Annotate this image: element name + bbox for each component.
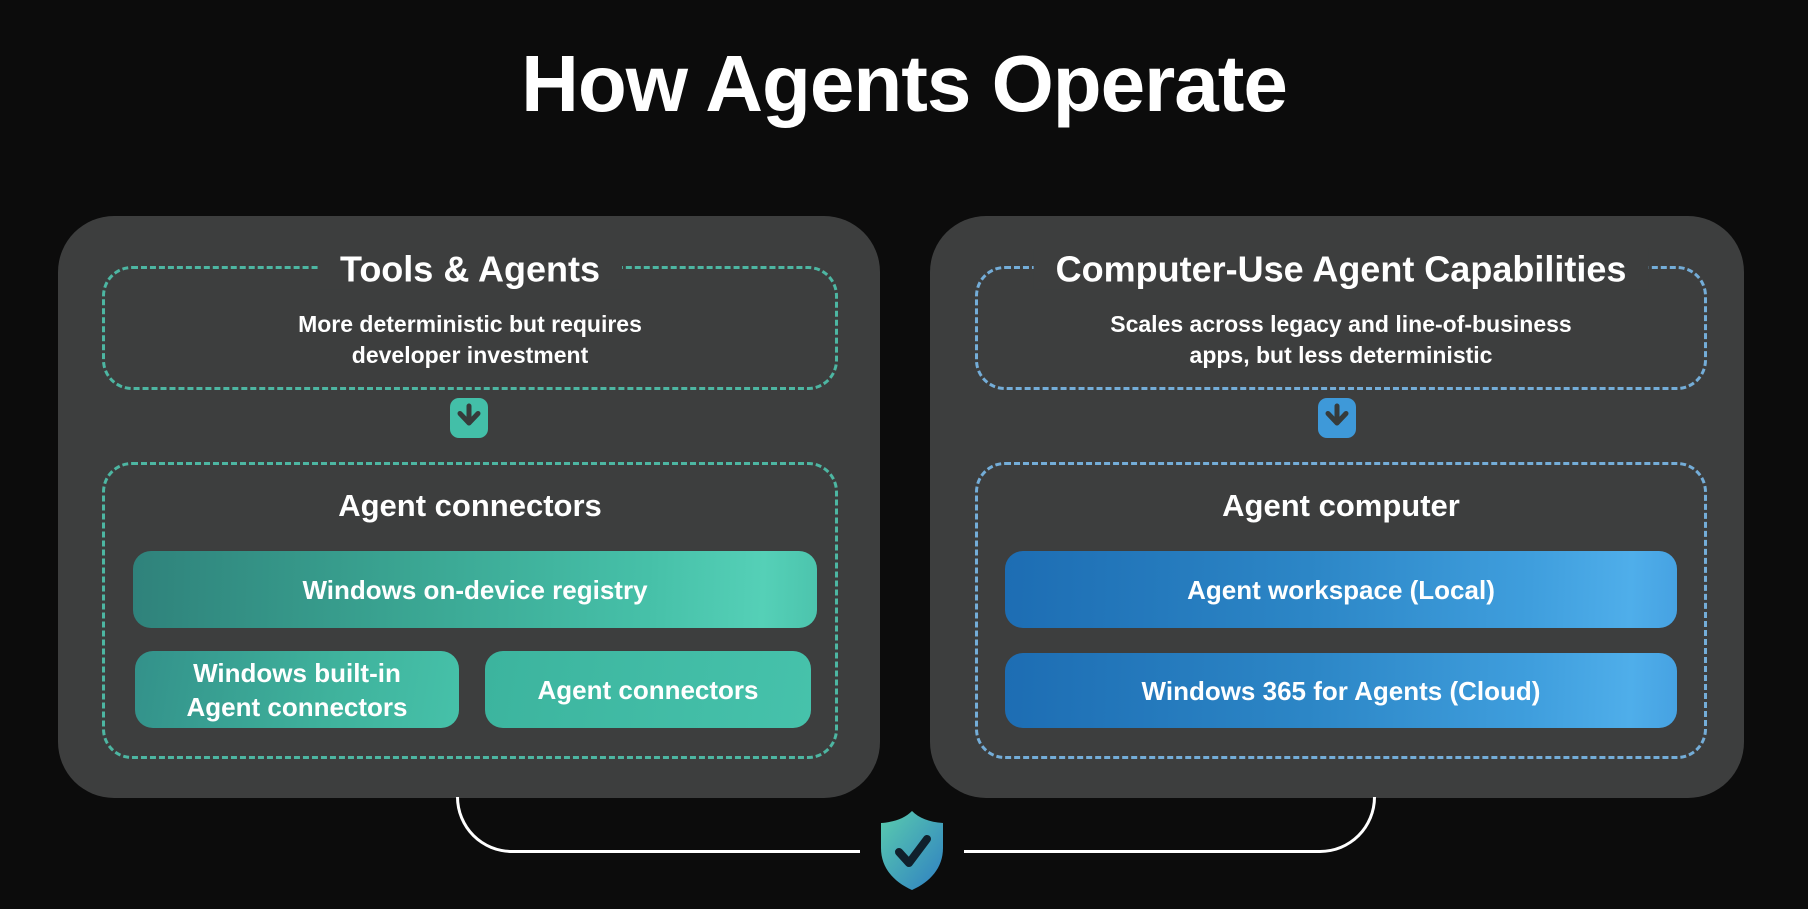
agent-workspace-local-button: Agent workspace (Local) [1005,551,1677,628]
arrow-down-square-icon [450,398,488,438]
computer-use-subtitle: Scales across legacy and line-of-busines… [978,309,1704,371]
shield-check-icon [875,809,949,893]
agent-connectors-button: Agent connectors [485,651,811,728]
computer-use-panel: Computer-Use Agent Capabilities Scales a… [930,216,1744,798]
button-label: Windows 365 for Agents (Cloud) [1141,675,1541,706]
windows-365-for-agents-cloud-button: Windows 365 for Agents (Cloud) [1005,653,1677,728]
tools-agents-panel: Tools & Agents More deterministic but re… [58,216,880,798]
windows-built-in-agent-connectors-button: Windows built-in Agent connectors [135,651,459,728]
agent-connectors-box-title: Agent connectors [338,488,602,523]
computer-use-header-box: Computer-Use Agent Capabilities Scales a… [975,248,1707,390]
computer-use-title: Computer-Use Agent Capabilities [1033,248,1649,290]
tools-agents-header-box: Tools & Agents More deterministic but re… [102,248,838,390]
tools-agents-subtitle: More deterministic but requires develope… [105,309,835,371]
arrow-down-square-icon [1318,398,1356,438]
button-label: Windows on-device registry [302,574,648,605]
agent-connectors-box: Agent connectors Windows on-device regis… [102,462,838,759]
subtitle-line: More deterministic but requires [298,311,642,337]
agent-computer-box: Agent computer Agent workspace (Local) W… [975,462,1707,759]
tools-agents-title: Tools & Agents [318,248,622,290]
button-label: Agent connectors [537,674,759,705]
windows-on-device-registry-button: Windows on-device registry [133,551,817,628]
subtitle-line: Scales across legacy and line-of-busines… [1110,311,1572,337]
subtitle-line: apps, but less deterministic [1189,342,1493,368]
page-title: How Agents Operate [521,39,1288,128]
button-label: Windows built-in Agent connectors [186,657,408,722]
button-label: Agent workspace (Local) [1187,574,1495,605]
subtitle-line: developer investment [351,342,589,368]
agent-computer-box-title: Agent computer [1222,488,1460,523]
